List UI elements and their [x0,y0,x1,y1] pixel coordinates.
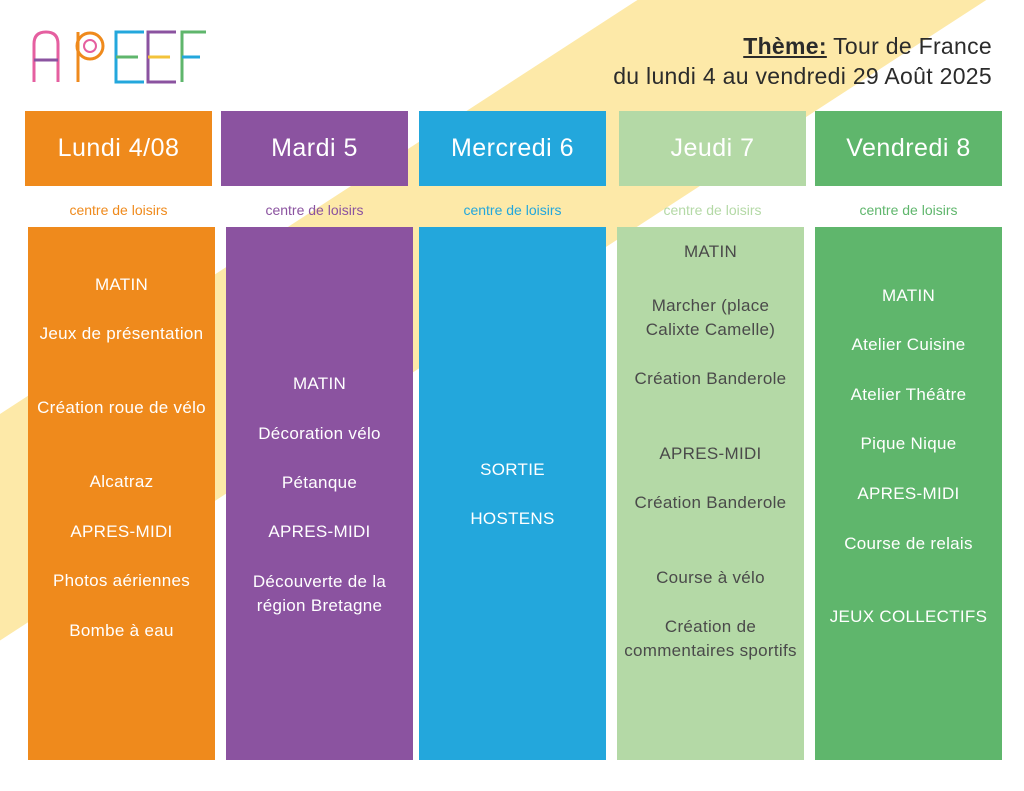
theme-line: Thème: Tour de France [613,31,992,61]
activity-item: Création roue de vélo [37,398,206,417]
day-header-mercredi: Mercredi 6 [419,111,606,186]
day-subtitle: centre de loisirs [265,202,364,218]
activity-item: APRES-MIDI [659,444,762,463]
apeef-logo [30,26,210,91]
activity-item: Alcatraz [89,472,154,491]
activity-item: APRES-MIDI [70,522,173,541]
activity-item: Bombe à eau [69,621,174,640]
activity-item: Atelier Cuisine [851,335,966,354]
activity-item: Jeux de présentation [39,324,204,343]
day-header-jeudi: Jeudi 7 [619,111,806,186]
day-header-mardi: Mardi 5 [221,111,408,186]
activity-item: Création de commentaires sportifs [624,617,797,660]
day-header-vendredi: Vendredi 8 [815,111,1002,186]
logo-graphic [32,30,206,84]
activity-item: MATIN [292,374,347,393]
activity-item: APRES-MIDI [268,522,371,541]
activity-item: Pique Nique [860,434,957,453]
day-subtitle: centre de loisirs [463,202,562,218]
activity-item: Création Banderole [634,493,787,512]
activity-item: Découverte de la région Bretagne [252,572,387,615]
day-header-lundi: Lundi 4/08 [25,111,212,186]
day-column-vendredi: MATIN Atelier Cuisine Atelier Théâtre Pi… [815,227,1002,760]
activity-item: MATIN [881,286,936,305]
theme-value: Tour de France [826,33,992,59]
day-column-mardi: MATIN Décoration vélo Pétanque APRES-MID… [226,227,413,760]
activity-item: SORTIE [480,460,545,479]
activity-item: Pétanque [281,473,358,492]
activity-item: JEUX COLLECTIFS [829,607,988,626]
activity-item: APRES-MIDI [857,484,960,503]
activity-item: MATIN [94,275,149,294]
activity-item: Course de relais [844,534,973,553]
activity-item: Décoration vélo [258,424,381,443]
activity-item: Marcher (place Calixte Camelle) [645,296,776,339]
header: Thème: Tour de France du lundi 4 au vend… [613,31,992,91]
day-subtitle: centre de loisirs [859,202,958,218]
day-column-mercredi: SORTIE HOSTENS [419,227,606,760]
activity-item: Photos aériennes [52,571,191,590]
theme-label: Thème: [743,33,827,59]
activity-item: Création Banderole [634,369,787,388]
activity-item: HOSTENS [470,509,555,528]
activity-item: MATIN [683,242,738,261]
day-column-lundi: MATIN Jeux de présentation Création roue… [28,227,215,760]
day-subtitle: centre de loisirs [69,202,168,218]
date-range: du lundi 4 au vendredi 29 Août 2025 [613,63,992,89]
day-subtitle: centre de loisirs [663,202,762,218]
day-column-jeudi: MATIN Marcher (place Calixte Camelle) Cr… [617,227,804,760]
activity-item: Atelier Théâtre [850,385,967,404]
activity-item: Course à vélo [656,568,765,587]
